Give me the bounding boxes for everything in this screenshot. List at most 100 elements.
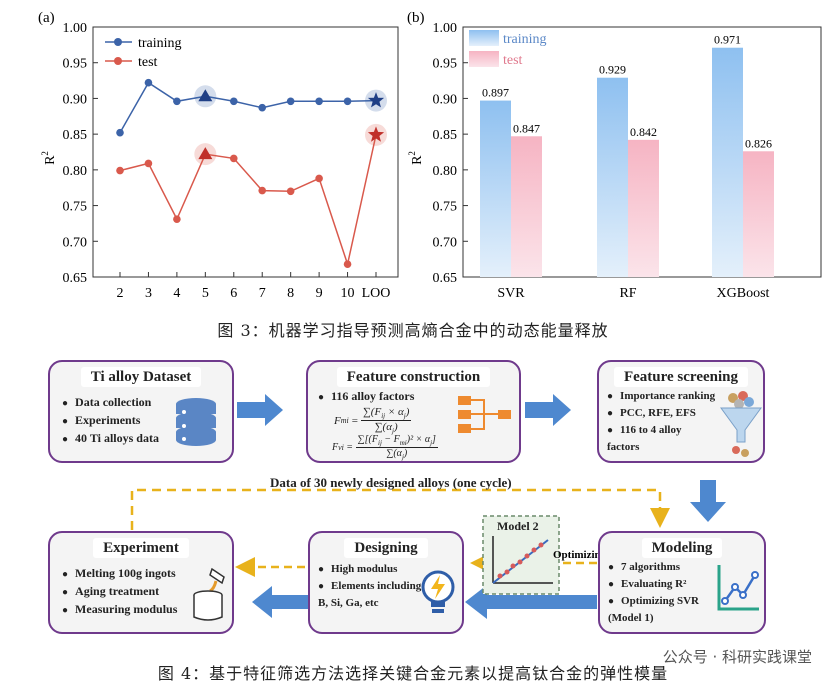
list-item: Optimizing SVR (Model 1) xyxy=(608,593,718,627)
funnel-icon xyxy=(720,391,762,457)
y-tick-label: 0.95 xyxy=(433,57,458,72)
point-star-marker xyxy=(367,126,385,142)
bar-test xyxy=(743,151,774,277)
box-title: Designing xyxy=(344,538,428,558)
x-tick-label: LOO xyxy=(362,286,391,301)
y-tick-label: 0.90 xyxy=(63,92,88,107)
database-icon xyxy=(176,398,216,446)
list-item: Evaluating R² xyxy=(608,576,718,593)
bar-value-label: 0.842 xyxy=(630,125,657,139)
list-item: Melting 100g ingots xyxy=(62,565,177,583)
x-tick-label: 9 xyxy=(316,286,323,301)
list-item: 40 Ti alloys data xyxy=(62,430,159,448)
y-tick-label: 0.85 xyxy=(63,128,88,143)
data-point xyxy=(229,97,238,106)
box-modeling: Modeling 7 algorithms Evaluating R² Opti… xyxy=(598,531,766,634)
data-point xyxy=(343,260,352,268)
hierarchy-icon xyxy=(458,396,511,433)
legend-test: test xyxy=(138,55,158,70)
y-axis-label-b: R2 xyxy=(407,151,425,165)
box-title: Feature screening xyxy=(613,367,748,387)
list-item: PCC, RFE, EFS xyxy=(607,405,727,422)
bar-value-label: 0.929 xyxy=(599,63,626,77)
x-tick-label: 4 xyxy=(173,286,180,301)
cycle-dashed-line xyxy=(130,488,670,530)
list-item: Aging treatment xyxy=(62,583,177,601)
list-item: Importance ranking xyxy=(607,388,727,405)
data-point xyxy=(315,97,323,106)
x-tick-label: SVR xyxy=(497,286,525,301)
optimizing-label: Optimizing xyxy=(553,549,607,561)
list-item: Measuring modulus xyxy=(62,601,177,619)
data-point xyxy=(173,97,181,106)
series-line-test xyxy=(119,134,377,267)
legend-swatch-test xyxy=(469,51,499,67)
data-point xyxy=(116,128,124,137)
y-tick-label: 1.00 xyxy=(433,21,458,36)
panel-label-b: (b) xyxy=(407,10,425,26)
box-designing: Designing High modulus Elements includin… xyxy=(308,531,464,634)
bar-value-label: 0.826 xyxy=(745,136,772,150)
list-item: 116 to 4 alloy factors xyxy=(607,422,695,456)
chart-a: (a) 0.65 0.70 0.75 0.80 0.85 0.90 0.95 1.00 2 3 4… xyxy=(38,10,399,301)
point-triangle-marker xyxy=(198,89,213,102)
data-point xyxy=(315,174,323,183)
list-item: 7 algorithms xyxy=(608,559,718,576)
y-tick-label: 0.95 xyxy=(63,57,88,72)
x-tick-label: RF xyxy=(619,286,636,301)
x-tick-label: 7 xyxy=(259,286,266,301)
y-tick-label: 0.70 xyxy=(63,235,88,250)
watermark: 公众号 · 科研实践课堂 xyxy=(662,648,812,666)
legend-training: training xyxy=(138,36,182,51)
legend-marker-training xyxy=(114,38,122,46)
lightbulb-icon xyxy=(421,570,455,613)
list-item: High modulus xyxy=(318,561,422,578)
series-line-training xyxy=(119,81,377,134)
panel-label-a: (a) xyxy=(38,10,55,26)
data-point xyxy=(144,78,153,87)
chart-a-frame xyxy=(92,26,399,278)
data-point xyxy=(343,97,352,106)
data-point xyxy=(116,166,124,175)
data-point xyxy=(258,103,267,112)
x-tick-label: 8 xyxy=(287,286,294,301)
x-tick-label: 6 xyxy=(230,286,237,301)
figure-4-caption: 图 4：基于特征筛选方法选择关键合金元素以提高钛合金的弹性模量 xyxy=(157,664,669,683)
flow-arrows: Optimizing xyxy=(130,394,726,619)
y-tick-label: 0.65 xyxy=(63,271,88,286)
bar-training xyxy=(480,100,511,277)
y-tick-label: 0.75 xyxy=(63,200,88,215)
arrow-designing-to-experiment xyxy=(252,586,312,618)
data-point xyxy=(173,215,181,223)
bar-value-label: 0.847 xyxy=(513,121,540,135)
box-title: Modeling xyxy=(641,538,723,558)
line-chart-icon xyxy=(717,565,759,611)
arrow-dataset-to-construction xyxy=(237,394,283,426)
y-tick-label: 0.85 xyxy=(433,128,458,143)
box-title: Experiment xyxy=(93,538,189,558)
box-dataset: Ti alloy Dataset Data collection Experim… xyxy=(48,360,234,463)
x-tick-label: XGBoost xyxy=(717,286,770,301)
list-item: 116 alloy factors xyxy=(318,388,414,406)
bar-test xyxy=(628,139,659,277)
point-star-marker xyxy=(367,92,385,108)
data-point xyxy=(144,159,153,168)
model-2-points xyxy=(497,542,544,579)
box-feature-screening: Feature screening Importance ranking PCC… xyxy=(597,360,765,463)
arrow-screening-to-modeling xyxy=(690,480,726,522)
y-tick-label: 0.80 xyxy=(63,164,88,179)
box-feature-construction: Feature construction 116 alloy factors F… xyxy=(306,360,521,463)
x-tick-label: 3 xyxy=(145,286,152,301)
box-experiment: Experiment Melting 100g ingots Aging tre… xyxy=(48,531,234,634)
x-tick-label: 2 xyxy=(117,286,124,301)
bar-value-label: 0.897 xyxy=(482,86,509,100)
point-triangle-marker xyxy=(198,147,213,160)
chart-b: (b) 0.650.700.750.800.850.900.951.00 SVR… xyxy=(407,10,822,301)
bar-training xyxy=(597,77,628,277)
data-point xyxy=(229,154,238,163)
data-point xyxy=(286,97,295,106)
y-tick-label: 0.75 xyxy=(433,200,458,215)
y-axis-label-a: R2 xyxy=(40,151,58,165)
y-tick-label: 1.00 xyxy=(63,21,88,36)
